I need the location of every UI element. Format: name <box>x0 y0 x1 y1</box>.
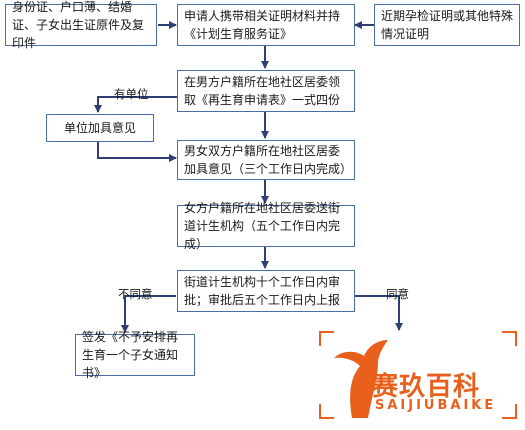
receive-form-text: 在男方户籍所在地社区居委领取《再生育申请表》一式四份 <box>184 75 341 107</box>
edge-label-disagree: 不同意 <box>118 287 153 301</box>
send-street-box: 女方户籍所在地社区居委送街道计生机构（五个工作日内完成） <box>177 201 355 251</box>
unit-opinion-box: 单位加具意见 <box>46 114 154 142</box>
send-street-text: 女方户籍所在地社区居委送街道计生机构（五个工作日内完成） <box>184 201 341 251</box>
left-documents-box: 身份证、户口薄、结婚证、子女出生证原件及复印件 <box>5 0 157 50</box>
left-documents-text: 身份证、户口薄、结婚证、子女出生证原件及复印件 <box>12 0 145 50</box>
watermark-frame <box>319 331 517 419</box>
street-review-box: 街道计生机构十个工作日内审批；审批后五个工作日内上报 <box>177 270 355 312</box>
apply-box: 申请人携带相关证明材料并持《计划生育服务证》 <box>177 4 355 46</box>
apply-text: 申请人携带相关证明材料并持《计划生育服务证》 <box>184 9 341 41</box>
both-community-box: 男女双方户籍所在地社区居委加具意见（三个工作日内完成） <box>177 140 355 180</box>
edge-label-agree: 同意 <box>386 287 409 301</box>
arrow-agree <box>355 295 403 331</box>
edge-label-has-unit: 有单位 <box>114 87 149 101</box>
watermark-brand: 赛玖百科 <box>372 372 481 402</box>
watermark-brand-sub: SAIJIUBAIKE <box>375 398 497 413</box>
right-documents-box: 近期孕检证明或其他特殊情况证明 <box>374 4 520 46</box>
right-documents-text: 近期孕检证明或其他特殊情况证明 <box>381 9 514 41</box>
street-review-text: 街道计生机构十个工作日内审批；审批后五个工作日内上报 <box>184 275 341 307</box>
receive-form-box: 在男方户籍所在地社区居委领取《再生育申请表》一式四份 <box>177 70 355 112</box>
arrow-unit-to-community <box>97 142 177 162</box>
both-community-text: 男女双方户籍所在地社区居委加具意见（三个工作日内完成） <box>184 144 353 176</box>
reject-notice-box: 签发《不予安排再生育一个子女通知书》 <box>75 330 195 380</box>
reject-notice-text: 签发《不予安排再生育一个子女通知书》 <box>82 330 179 380</box>
arrow-disagree <box>121 295 176 333</box>
whale-tail-logo <box>334 340 388 418</box>
unit-opinion-text: 单位加具意见 <box>63 121 136 135</box>
